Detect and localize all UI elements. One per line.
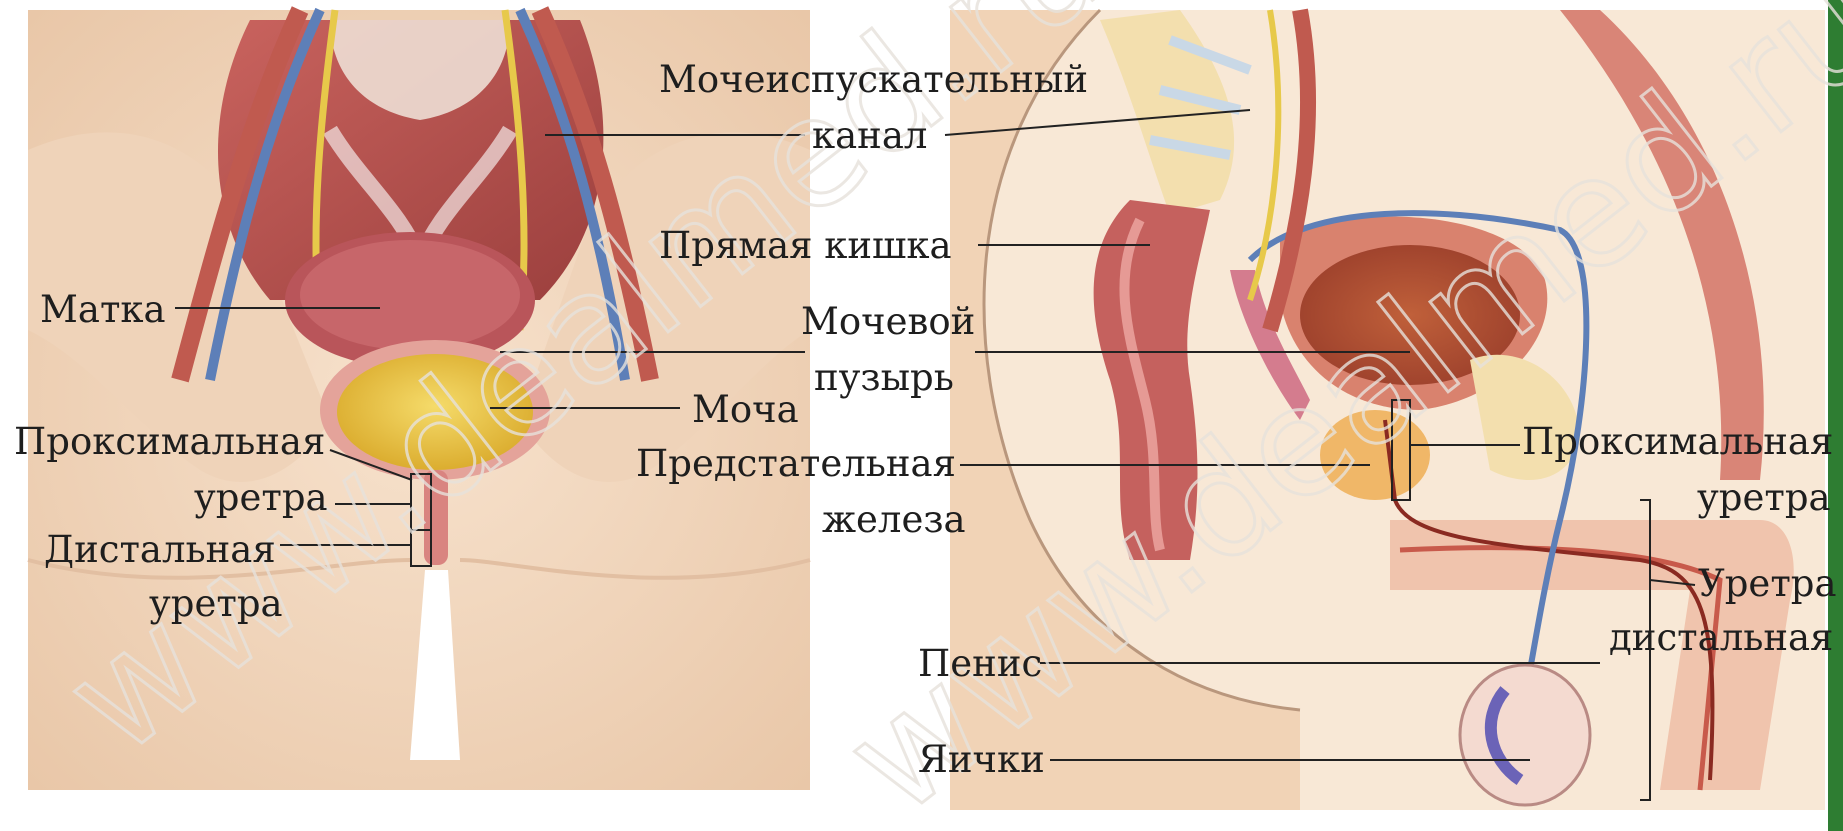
label-bladder-line1: Мочевой — [797, 300, 979, 344]
label-urethra-canal-line2: канал — [808, 114, 931, 158]
label-rectum: Прямая кишка — [655, 224, 956, 268]
label-uterus: Матка — [36, 288, 170, 332]
label-distal-urethra-female-line1: Дистальная — [40, 528, 280, 572]
label-penis: Пенис — [914, 642, 1046, 686]
label-urethra-canal-line1: Мочеиспускательный — [655, 58, 1092, 102]
label-testes: Яички — [914, 738, 1049, 782]
label-prostate-line1: Предстательная — [632, 442, 960, 486]
label-proximal-urethra-female-line2: уретра — [190, 476, 332, 520]
label-urethra-male-line2: дистальная — [1605, 616, 1837, 660]
label-distal-urethra-female-line2: уретра — [145, 582, 287, 626]
label-bladder-line2: пузырь — [810, 356, 958, 400]
label-prostate-line2: железа — [818, 498, 970, 542]
label-proximal-urethra-male-line2: уретра — [1693, 476, 1835, 520]
testis-shape — [1460, 665, 1590, 805]
label-proximal-urethra-female-line1: Проксимальная — [10, 420, 329, 464]
label-urethra-male-line1: Уретра — [1694, 562, 1841, 606]
label-urine: Моча — [688, 388, 803, 432]
label-proximal-urethra-male-line1: Проксимальная — [1518, 420, 1837, 464]
